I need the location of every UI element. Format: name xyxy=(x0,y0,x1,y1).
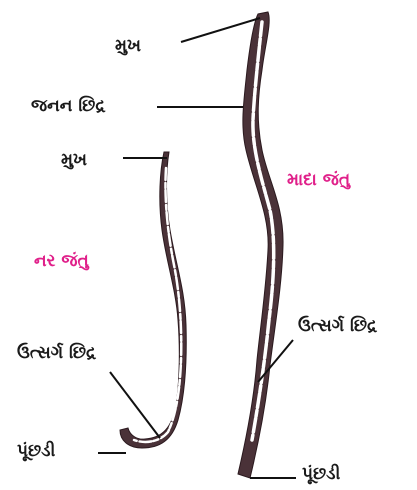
genital-pore-label: જનન છિદ્ર xyxy=(31,98,105,115)
male-worm-highlight xyxy=(134,168,181,442)
male-mouth-label: મુખ xyxy=(61,152,87,169)
female-title-label: માદા જંતુ xyxy=(287,172,350,189)
male-excretory-pore-label: ઉત્સર્ગ છિદ્ર xyxy=(17,345,96,362)
pointer-female-mouth xyxy=(181,18,260,42)
female-mouth-label: મુખ xyxy=(115,38,141,55)
female-excretory-pore-label: ઉત્સર્ગ છિદ્ર xyxy=(298,318,377,335)
female-worm-body xyxy=(238,12,283,478)
male-title-label: નર જંતુ xyxy=(34,253,89,270)
female-tail-label: પૂંછડી xyxy=(302,466,340,483)
male-tail-label: પૂંછડી xyxy=(17,443,55,460)
pointer-male-excretory-pore xyxy=(110,372,160,438)
